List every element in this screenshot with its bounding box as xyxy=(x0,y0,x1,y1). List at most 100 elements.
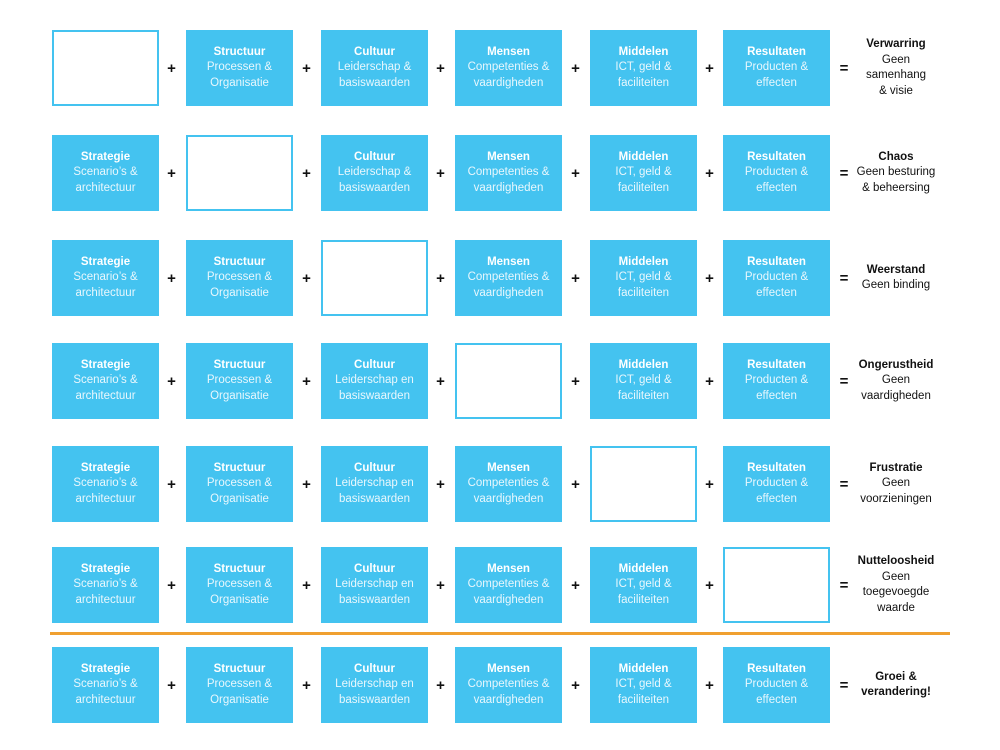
plus-operator: + xyxy=(571,475,580,493)
component-title: Middelen xyxy=(618,662,669,675)
outcome-title: Groei & xyxy=(875,670,917,683)
component-detail: faciliteiten xyxy=(617,76,670,89)
component-title: Middelen xyxy=(618,150,669,163)
plus-operator: + xyxy=(705,372,714,390)
component-detail: architectuur xyxy=(75,492,136,505)
plus-operator: + xyxy=(571,59,580,77)
plus-operator: + xyxy=(705,59,714,77)
component-detail: basiswaarden xyxy=(339,693,410,706)
component-title: Strategie xyxy=(80,461,131,474)
component-detail: Processen & xyxy=(206,578,273,591)
plus-operator: + xyxy=(302,576,311,594)
component-title: Middelen xyxy=(618,358,669,371)
component-title: Resultaten xyxy=(747,662,806,675)
component-title: Structuur xyxy=(213,461,266,474)
component-detail: architectuur xyxy=(75,181,136,194)
component-title: Resultaten xyxy=(747,45,806,58)
component-detail: Processen & xyxy=(206,61,273,74)
component-title: Cultuur xyxy=(354,358,395,371)
component-detail: effecten xyxy=(756,492,797,505)
component-detail: ICT, geld & xyxy=(615,374,672,387)
component-detail: Producten & xyxy=(744,678,809,691)
component-detail: Competenties & xyxy=(467,678,550,691)
component-detail: faciliteiten xyxy=(617,593,670,606)
component-detail: Organisatie xyxy=(210,286,269,299)
equals-operator: = xyxy=(839,676,849,694)
component-detail: vaardigheden xyxy=(473,76,544,89)
missing-component-box xyxy=(186,135,293,211)
component-detail: Producten & xyxy=(744,271,809,284)
component-detail: basiswaarden xyxy=(339,76,410,89)
component-detail: Leiderschap en xyxy=(335,578,414,591)
component-detail: Organisatie xyxy=(210,492,269,505)
component-detail: vaardigheden xyxy=(473,593,544,606)
component-title: Resultaten xyxy=(747,461,806,474)
component-detail: effecten xyxy=(756,76,797,89)
outcome-title: Weerstand xyxy=(866,263,926,276)
equals-operator: = xyxy=(839,576,849,594)
component-detail: architectuur xyxy=(75,389,136,402)
plus-operator: + xyxy=(571,676,580,694)
component-detail: Processen & xyxy=(206,374,273,387)
component-detail: Competenties & xyxy=(467,578,550,591)
missing-component-box xyxy=(455,343,562,419)
plus-operator: + xyxy=(302,475,311,493)
component-detail: Organisatie xyxy=(210,593,269,606)
component-detail: vaardigheden xyxy=(473,286,544,299)
outcome-detail: Geen xyxy=(881,374,911,387)
plus-operator: + xyxy=(302,164,311,182)
component-title: Structuur xyxy=(213,662,266,675)
component-detail: Scenario’s & xyxy=(73,374,138,387)
outcome-detail: Geen xyxy=(881,570,911,583)
plus-operator: + xyxy=(167,576,176,594)
plus-operator: + xyxy=(436,59,445,77)
component-title: Strategie xyxy=(80,562,131,575)
outcome-detail: & beheersing xyxy=(862,181,930,194)
component-title: Structuur xyxy=(213,562,266,575)
missing-component-box xyxy=(52,30,159,106)
component-detail: faciliteiten xyxy=(617,286,670,299)
component-detail: Producten & xyxy=(744,166,809,179)
component-detail: architectuur xyxy=(75,593,136,606)
plus-operator: + xyxy=(705,475,714,493)
plus-operator: + xyxy=(167,269,176,287)
component-detail: Organisatie xyxy=(210,389,269,402)
component-title: Strategie xyxy=(80,255,131,268)
component-detail: Leiderschap en xyxy=(335,477,414,490)
component-title: Mensen xyxy=(487,461,530,474)
equals-operator: = xyxy=(839,475,849,493)
missing-component-box xyxy=(590,446,697,522)
plus-operator: + xyxy=(705,164,714,182)
outcome-detail: vaardigheden xyxy=(861,389,931,402)
outcome-detail: Geen binding xyxy=(861,279,931,291)
outcome-detail: Geen besturing xyxy=(856,166,936,179)
component-detail: Leiderschap en xyxy=(335,374,414,387)
component-title: Strategie xyxy=(80,358,131,371)
component-detail: Organisatie xyxy=(210,693,269,706)
